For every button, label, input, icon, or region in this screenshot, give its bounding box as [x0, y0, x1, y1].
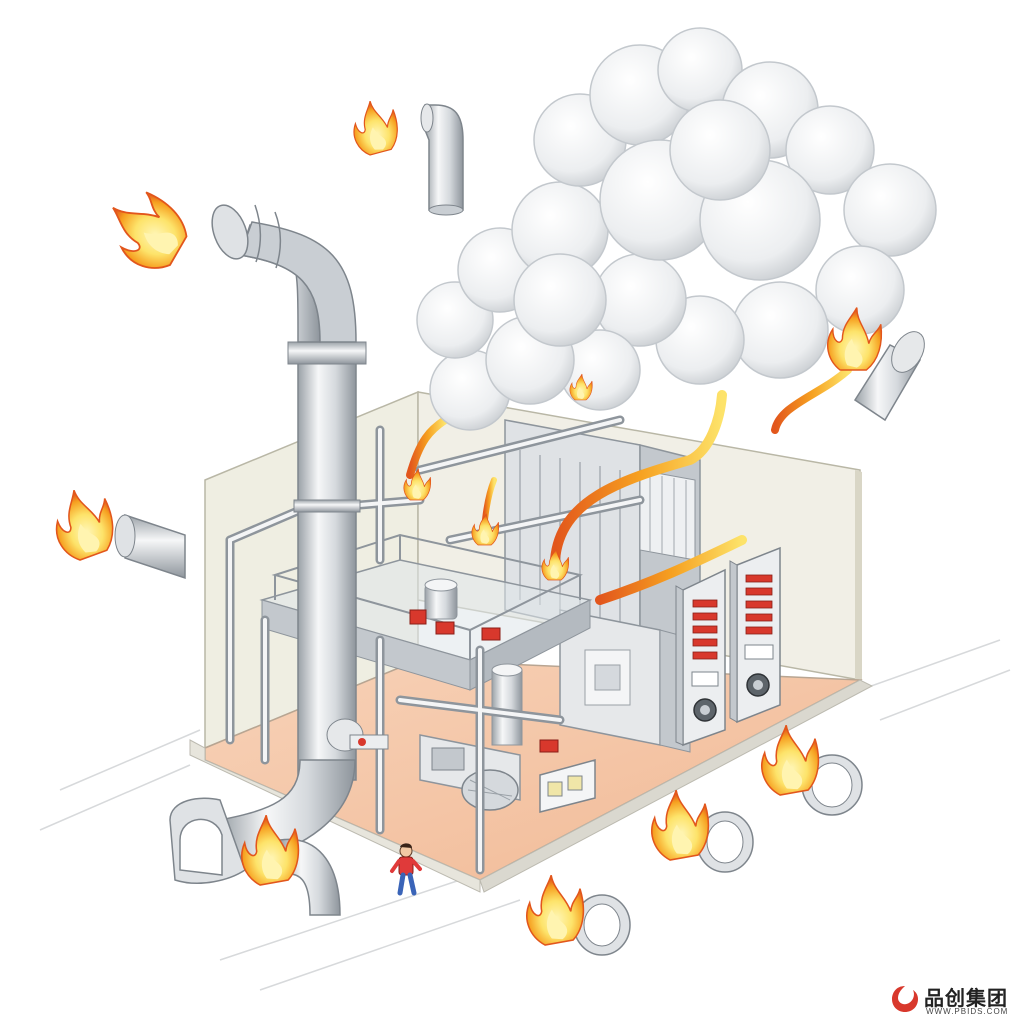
person-icon — [390, 843, 422, 896]
control-panel-right — [729, 546, 781, 724]
main-chimney — [211, 204, 367, 781]
brand-name: 品创集团 — [924, 986, 1008, 1010]
storage-tanks — [409, 578, 501, 641]
lower-machinery — [419, 663, 596, 813]
ground-lines — [39, 639, 1011, 991]
fire-icon — [43, 95, 925, 956]
brand-mark-icon — [892, 986, 918, 1012]
brand-url: WWW.PBIDS.COM — [926, 1007, 1009, 1016]
smoke-cloud-icon — [416, 27, 937, 431]
brand-logo: 品创集团 WWW.PBIDS.COM — [890, 980, 1016, 1020]
base-duct — [169, 718, 389, 884]
control-panel-left — [675, 568, 726, 747]
